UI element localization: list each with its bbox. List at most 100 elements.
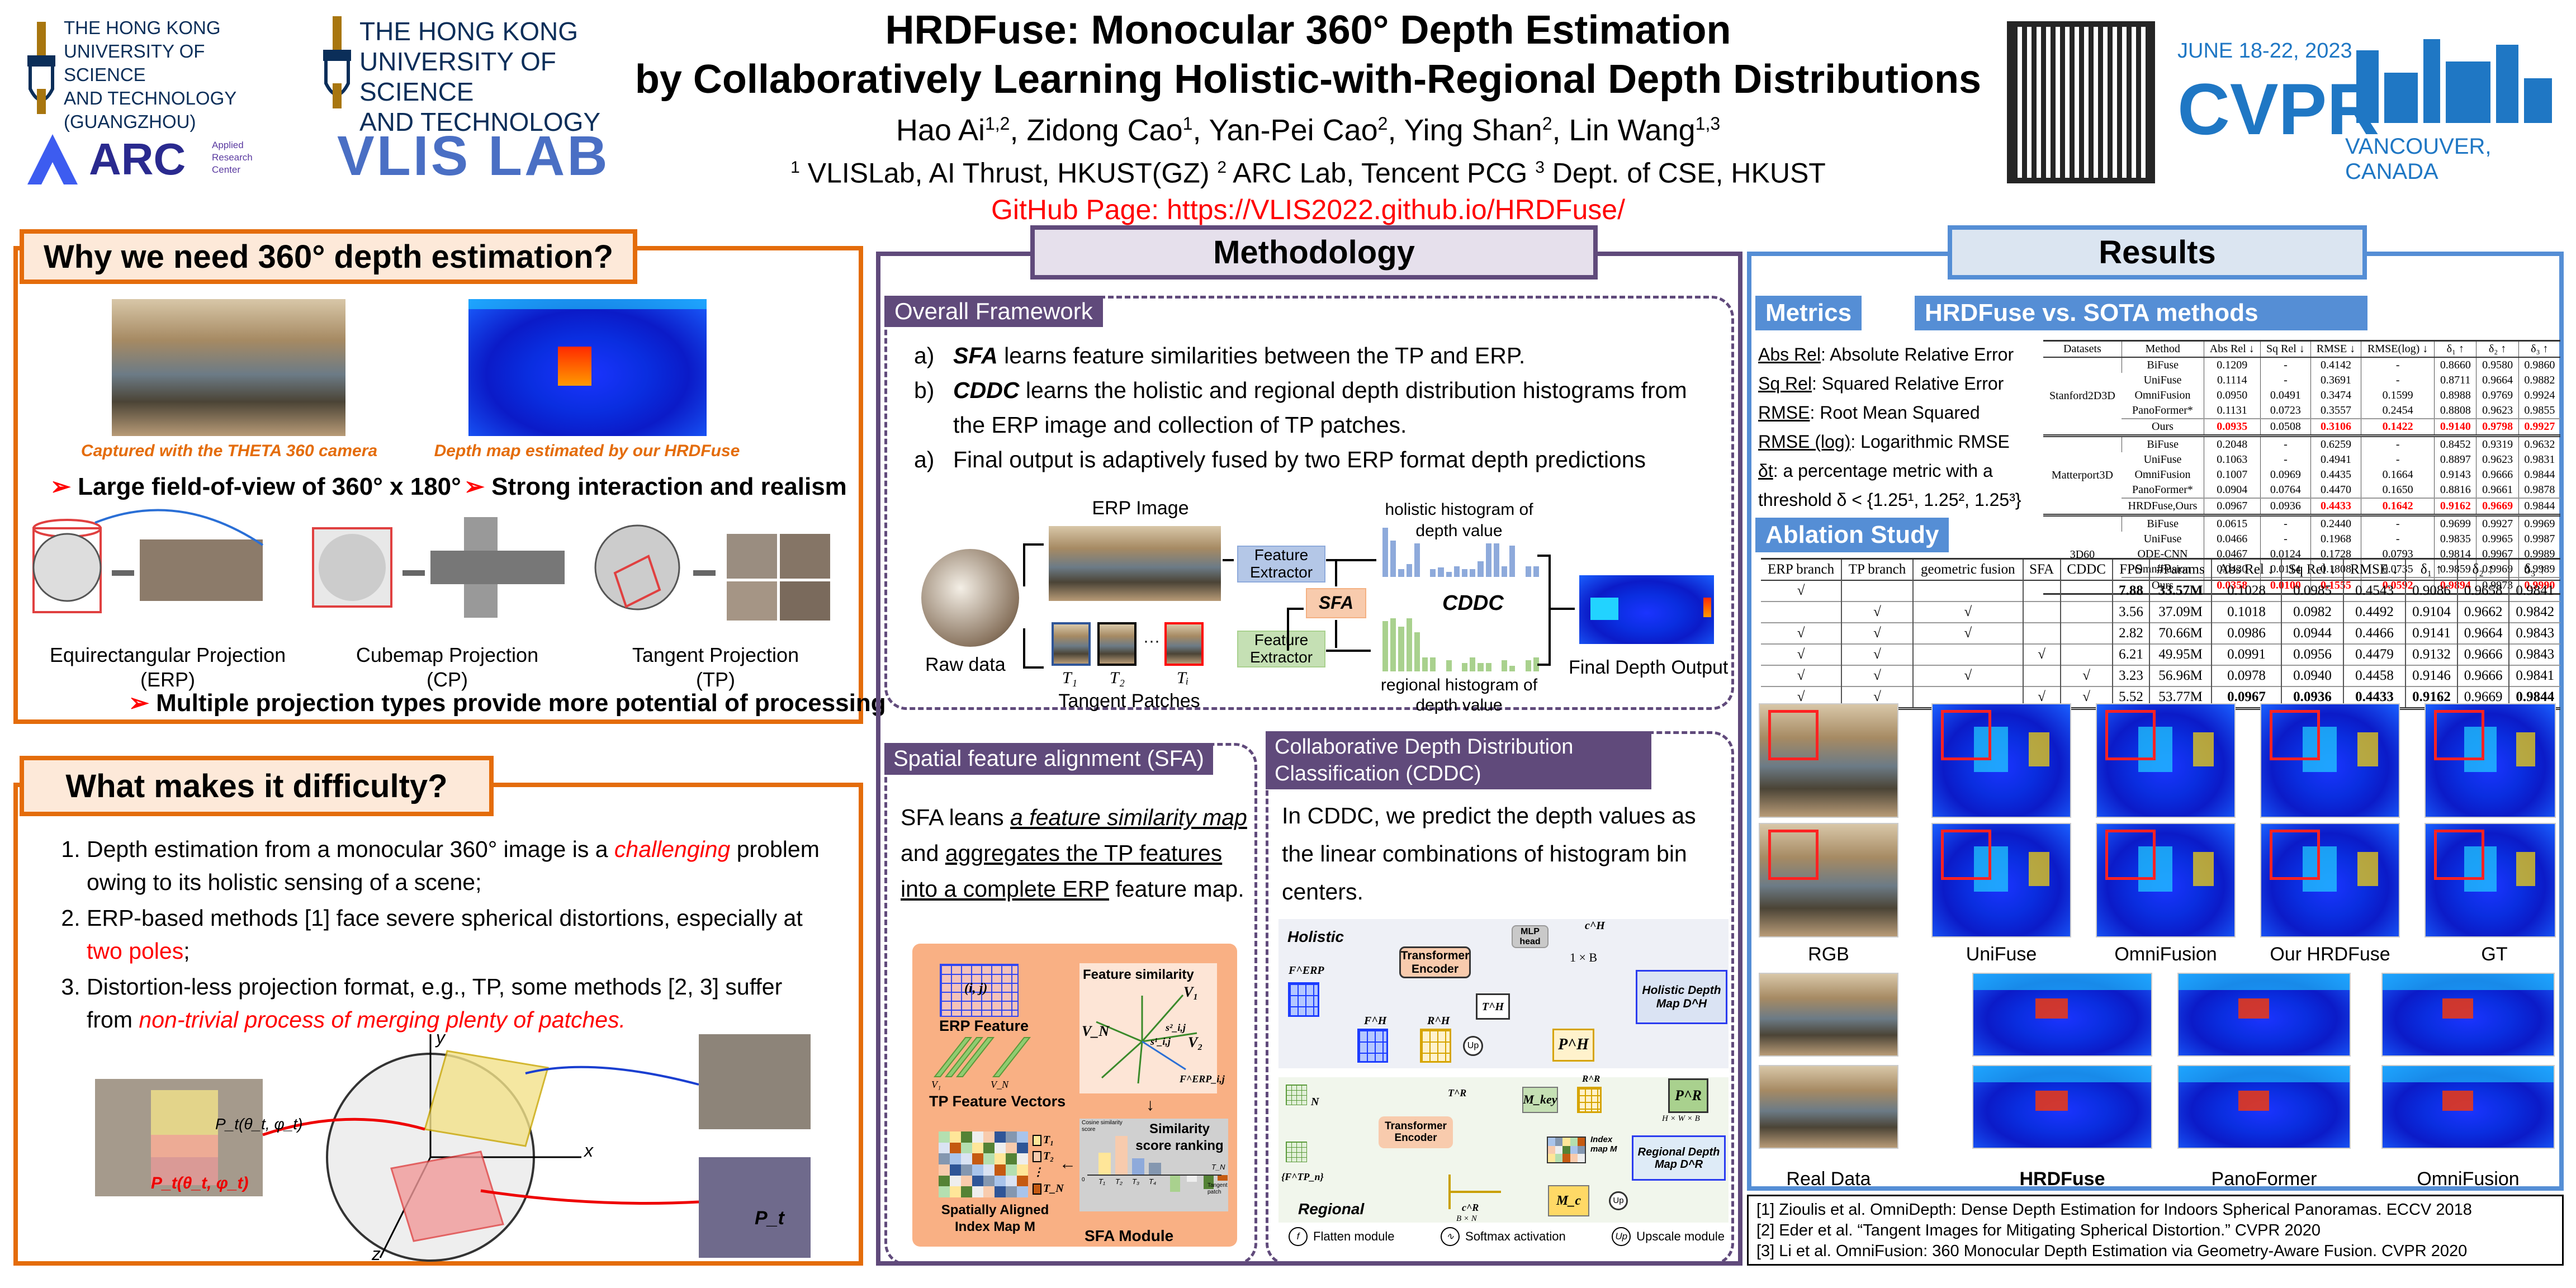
point-projection-types: ➢ Multiple projection types provide more…	[129, 689, 886, 717]
text-segment: SFA leans	[901, 804, 1011, 830]
qr-code[interactable]	[2007, 21, 2155, 183]
method-cell: UniFuse	[2143, 533, 2182, 545]
value-cell: 0.0723	[2260, 403, 2311, 419]
index-cell	[961, 1131, 972, 1143]
affil-name: VLISLab, AI Thrust, HKUST(GZ)	[799, 157, 1218, 189]
index-cell	[1017, 1186, 1028, 1197]
cvpr-dates: JUNE 18-22, 2023	[2177, 39, 2352, 63]
depth-highlight	[2357, 732, 2379, 766]
index-cell	[1017, 1175, 1028, 1187]
legend-label: ⋮	[1033, 1166, 1044, 1178]
tp-features-grid	[1286, 1085, 1307, 1105]
index-cell	[983, 1175, 995, 1187]
index-cell	[1577, 1154, 1585, 1162]
tangent-patch-i	[1164, 622, 1204, 666]
highlight-text: challenging	[614, 836, 731, 862]
check-cell: √	[1797, 668, 1805, 683]
logo-line: THE HONG KONG	[64, 17, 221, 38]
bullet-icon: ➢	[464, 473, 485, 500]
index-map-label: Spatially Aligned Index Map M	[941, 1202, 1049, 1234]
item-label: a)	[914, 447, 935, 472]
methodology-title: Methodology	[1030, 225, 1598, 280]
tp-label: Tangent Projection(TP)	[581, 643, 850, 692]
difficulty-item: Distortion-less projection format, e.g.,…	[87, 970, 833, 1037]
highlight-text: non-trivial process of merging plenty of…	[139, 1007, 626, 1033]
index-map-label: Index map M	[1590, 1135, 1617, 1154]
index-cell	[1562, 1145, 1570, 1154]
holistic-transformer-encoder: Transformer Encoder	[1399, 946, 1471, 978]
value-cell: 0.1114	[2203, 373, 2261, 388]
framework-item: a) Final output is adaptively fused by tw…	[914, 442, 1719, 477]
cr-label: c^R	[1462, 1202, 1479, 1213]
text-segment: ;	[183, 938, 190, 964]
depth-highlight	[2035, 1090, 2068, 1111]
cddc-header: Collaborative Depth Distribution Classif…	[1266, 731, 1651, 789]
value-cell: 0.4941	[2310, 452, 2361, 467]
value-cell: 0.9965	[2476, 532, 2519, 547]
histogram-bar	[1453, 566, 1460, 577]
value-cell: 0.9844	[2518, 467, 2560, 482]
arc-triangle-icon	[27, 134, 78, 184]
ablation-header: Ablation Study	[1755, 518, 1949, 552]
index-cell	[961, 1175, 972, 1187]
final-depth-image	[1579, 575, 1714, 644]
arc-sub: Center	[212, 164, 241, 175]
sfa-description: SFA leans a feature similarity map and a…	[901, 799, 1247, 907]
value-cell: 0.9842	[2508, 602, 2560, 623]
s2-label: s²_i,j	[1166, 1022, 1186, 1033]
poster-title-line2: by Collaboratively Learning Holistic-wit…	[634, 57, 1982, 102]
histogram-bar	[1462, 663, 1468, 671]
f-erp-label: F^ERP	[1289, 964, 1324, 977]
column-header: RMSE ↓	[2342, 558, 2406, 580]
zoom-box	[2434, 710, 2484, 760]
histogram-bar	[1382, 527, 1389, 577]
difficulty-list: Depth estimation from a monocular 360° i…	[61, 833, 833, 1039]
index-cell	[995, 1153, 1006, 1164]
method-cell: PanoFormer*	[2132, 404, 2193, 416]
index-cell	[995, 1142, 1006, 1154]
value-cell: -	[2361, 357, 2435, 373]
value-cell: 0.1422	[2361, 419, 2435, 436]
value-cell: 0.0940	[2281, 665, 2343, 686]
feature-similarity-box	[1079, 963, 1217, 1093]
legend-symbol-icon: f	[1289, 1227, 1308, 1246]
value-cell: 0.9969	[2518, 515, 2560, 532]
index-cell	[1577, 1145, 1585, 1154]
github-link[interactable]: GitHub Page: https://VLIS2022.github.io/…	[991, 193, 1625, 225]
reference-3: [3] Li et al. OmniFusion: 360 Monocular …	[1756, 1242, 2468, 1260]
value-cell: 0.0982	[2281, 602, 2343, 623]
value-cell: 0.1209	[2203, 357, 2261, 373]
check-cell: √	[1841, 623, 1913, 644]
legend-label: T₁	[1043, 1134, 1054, 1146]
depth-result-image	[2260, 703, 2400, 818]
legend-item: T₂	[1033, 1148, 1064, 1164]
one-by-b-label: 1 × B	[1570, 950, 1598, 964]
ranking-bar	[1187, 1175, 1197, 1182]
cddc-index-map	[1547, 1137, 1586, 1163]
method-cell: BiFuse	[2121, 435, 2204, 452]
value-cell: 0.4479	[2342, 644, 2406, 665]
value-cell: 0.0956	[2281, 644, 2343, 665]
value-cell: -	[2361, 435, 2435, 452]
text-segment: and	[901, 840, 945, 866]
n-label: N	[1311, 1096, 1319, 1108]
check-cell: √	[1797, 583, 1805, 598]
regional-label: Regional	[1298, 1200, 1365, 1218]
zoom-box	[2270, 830, 2320, 880]
ranking-bar	[1132, 1158, 1144, 1175]
depth-highlight	[2193, 852, 2214, 886]
value-cell: 7.88	[2111, 580, 2150, 602]
depth-result-image	[2177, 973, 2351, 1057]
value-cell: 0.9814	[2434, 547, 2476, 562]
item-text: Final output is adaptively fused by two …	[953, 442, 1646, 477]
value-cell: 0.9319	[2476, 435, 2519, 452]
fh-grid	[1357, 1029, 1388, 1063]
value-cell: 0.0967	[2203, 498, 2261, 515]
metric-def: : Logarithmic RMSE	[1850, 432, 2010, 452]
affil-num: 2	[1217, 158, 1227, 177]
point-label-black: P_t(θ_t, φ_t)	[215, 1115, 303, 1133]
